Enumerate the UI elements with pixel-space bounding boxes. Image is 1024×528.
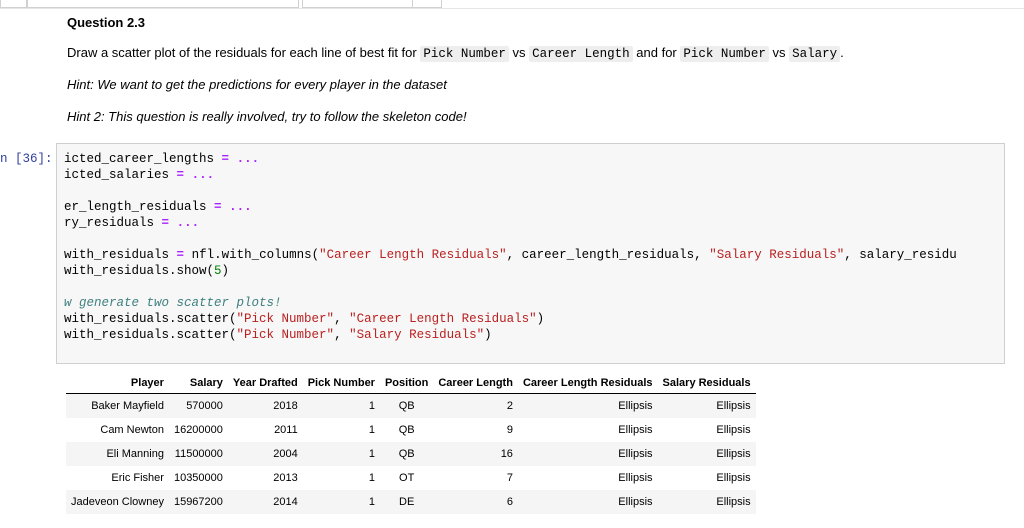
table-cell: 10350000: [173, 472, 223, 484]
table-cell: 2: [433, 393, 518, 418]
code-editor[interactable]: icted_career_lengths = ... icted_salarie…: [57, 144, 1004, 343]
output-table: Player Salary Year Drafted Pick Number P…: [66, 372, 756, 514]
table-cell: Eli Manning: [66, 442, 169, 466]
table-cell: Ellipsis: [517, 393, 658, 418]
inline-code: Salary: [789, 46, 841, 62]
table-cell: Ellipsis: [657, 490, 756, 514]
table-cell: 2014: [227, 490, 303, 514]
table-cell: 570000: [168, 393, 228, 418]
table-row: Cam Newton 16200000 2011 1 QB 9 Ellipsis…: [66, 418, 756, 442]
instruction-text: vs: [512, 45, 526, 60]
column-header: Salary: [168, 372, 228, 394]
code-line: with_residuals.show(5): [64, 264, 230, 278]
code-line: er_length_residuals = ...: [64, 200, 252, 214]
hint-2: Hint 2: This question is really involved…: [67, 109, 467, 124]
code-comment: w generate two scatter plots!: [64, 296, 282, 310]
table-cell: 1: [368, 472, 375, 484]
code-cell[interactable]: icted_career_lengths = ... icted_salarie…: [56, 143, 1005, 364]
table-cell: Baker Mayfield: [66, 393, 169, 418]
toolbar-button[interactable]: [0, 0, 27, 8]
notebook-toolbar: [0, 0, 1024, 9]
table-cell: Eric Fisher: [111, 472, 164, 484]
column-header: Player: [66, 372, 169, 394]
table-cell: 2011: [274, 424, 298, 436]
inline-code: Pick Number: [420, 46, 509, 62]
table-cell: 15967200: [168, 490, 228, 514]
table-cell: 11500000: [168, 442, 228, 466]
table-cell: 9: [506, 424, 513, 436]
column-header: Year Drafted: [227, 372, 303, 394]
column-header: Career Length Residuals: [517, 372, 658, 394]
table-cell: Ellipsis: [657, 393, 756, 418]
table-row: Baker Mayfield 570000 2018 1 QB 2 Ellips…: [66, 393, 756, 418]
table-cell: 2018: [227, 393, 303, 418]
table-cell: Jadeveon Clowney: [66, 490, 169, 514]
table-cell: 1: [302, 490, 380, 514]
table-cell: Ellipsis: [716, 424, 751, 436]
question-title-block: Question 2.3: [67, 15, 997, 30]
table-row: Eli Manning 11500000 2004 1 QB 16 Ellips…: [66, 442, 756, 466]
toolbar-button-group[interactable]: [27, 0, 299, 8]
code-line: with_residuals.scatter("Pick Number", "S…: [64, 328, 492, 342]
hint-1: Hint: We want to get the predictions for…: [67, 77, 447, 92]
instruction-text: vs: [772, 45, 786, 60]
table-cell: 6: [433, 490, 518, 514]
column-header: Pick Number: [302, 372, 380, 394]
table-cell: 1: [302, 442, 380, 466]
table-cell: 16: [433, 442, 518, 466]
instruction-text: and for: [636, 45, 677, 60]
table-cell: QB: [379, 393, 434, 418]
table-cell: Ellipsis: [716, 472, 751, 484]
code-line: ry_residuals = ...: [64, 216, 200, 230]
table-cell: Ellipsis: [618, 424, 653, 436]
table-cell: 1: [368, 424, 375, 436]
table-cell: 2004: [227, 442, 303, 466]
table-cell: OT: [399, 472, 415, 484]
table-cell: Ellipsis: [517, 490, 658, 514]
instruction-text: Draw a scatter plot of the residuals for…: [67, 45, 417, 60]
table-cell: 7: [506, 472, 513, 484]
code-line: icted_career_lengths = ...: [64, 152, 260, 166]
inline-code: Career Length: [529, 46, 633, 62]
table-cell: Ellipsis: [618, 472, 653, 484]
table-cell: DE: [379, 490, 434, 514]
cell-prompt: n [36]:: [0, 152, 53, 166]
column-header: Position: [379, 372, 434, 394]
table-cell: 16200000: [173, 424, 223, 436]
table-cell: QB: [398, 424, 415, 436]
code-line: with_residuals.scatter("Pick Number", "C…: [64, 312, 545, 326]
table-row: Eric Fisher 10350000 2013 1 OT 7 Ellipsi…: [66, 466, 756, 490]
code-line: with_residuals = nfl.with_columns("Caree…: [64, 248, 957, 262]
table-cell: Ellipsis: [657, 442, 756, 466]
column-header: Salary Residuals: [657, 372, 756, 394]
table-cell: QB: [379, 442, 434, 466]
table-cell: 2013: [273, 472, 298, 484]
table-cell: 1: [302, 393, 380, 418]
table-header-row: Player Salary Year Drafted Pick Number P…: [66, 372, 756, 394]
table-cell: Cam Newton: [100, 424, 164, 436]
column-header: Career Length: [433, 372, 518, 394]
question-instructions: Draw a scatter plot of the residuals for…: [67, 45, 997, 62]
toolbar-button[interactable]: [412, 0, 442, 8]
question-title: Question 2.3: [67, 15, 146, 30]
inline-code: Pick Number: [680, 46, 769, 62]
table-cell: Ellipsis: [517, 442, 658, 466]
code-line: icted_salaries = ...: [64, 168, 215, 182]
instruction-text: .: [840, 45, 844, 60]
table-row: Jadeveon Clowney 15967200 2014 1 DE 6 El…: [66, 490, 756, 514]
